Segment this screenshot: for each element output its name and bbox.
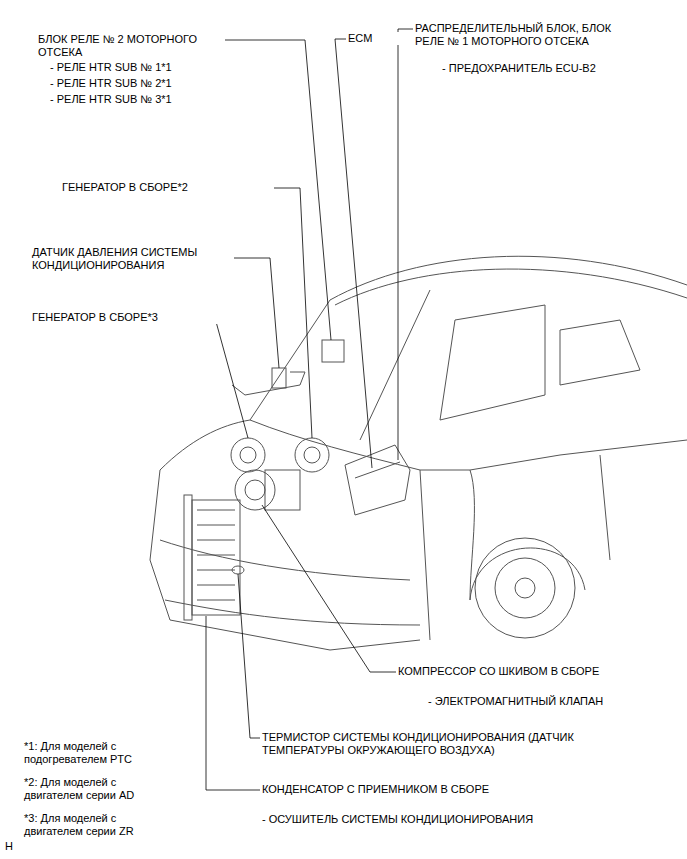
part-label: ГЕНЕРАТОР В СБОРЕ*2: [60, 181, 274, 194]
sub-item: - РЕЛЕ HTR SUB № 3*1: [48, 93, 252, 106]
footnote: *1: Для моделей с подогревателем PTC: [22, 740, 176, 766]
part-label: БЛОК РЕЛЕ № 2 МОТОРНОГО ОТСЕКА: [36, 33, 225, 59]
sub-item: - ОСУШИТЕЛЬ СИСТЕМЫ КОНДИЦИОНИРОВАНИЯ: [260, 813, 584, 826]
sub-item: - РЕЛЕ HTR SUB № 2*1: [48, 77, 252, 90]
part-label: РАСПРЕДЕЛИТЕЛЬНЫЙ БЛОК, БЛОК РЕЛЕ № 1 МО…: [413, 22, 632, 48]
footnote: *3: Для моделей с двигателем серии ZR: [22, 812, 176, 838]
figure-mark: H: [3, 840, 27, 853]
footnote: *2: Для моделей с двигателем серии AD: [22, 776, 176, 802]
part-label: ECM: [346, 32, 410, 45]
part-label: ДАТЧИК ДАВЛЕНИЯ СИСТЕМЫ КОНДИЦИОНИРОВАНИ…: [30, 246, 234, 272]
part-label: КОНДЕНСАТОР С ПРИЕМНИКОМ В СБОРЕ: [260, 783, 584, 796]
part-label: ГЕНЕРАТОР В СБОРЕ*3: [30, 311, 224, 324]
sub-item: - ЭЛЕКТРОМАГНИТНЫЙ КЛАПАН: [426, 695, 670, 708]
sub-item: - РЕЛЕ HTR SUB № 1*1: [48, 61, 252, 74]
sub-item: - ПРЕДОХРАНИТЕЛЬ ECU-B2: [440, 62, 664, 75]
part-label: ТЕРМИСТОР СИСТЕМЫ КОНДИЦИОНИРОВАНИЯ (ДАТ…: [260, 731, 584, 757]
part-label: КОМПРЕССОР СО ШКИВОМ В СБОРЕ: [396, 665, 680, 678]
